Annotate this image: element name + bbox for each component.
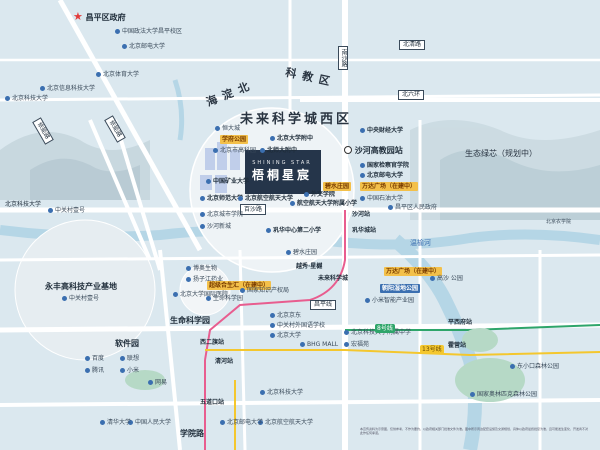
main-title: 未来科学城西区 [240, 112, 353, 127]
poi-zgc1: 中关村壹号 [48, 208, 85, 214]
poi-yuexiu: 越秀·星樾 [296, 263, 323, 270]
poi-future-sci: 未来科学城 [318, 275, 349, 282]
metro-line13: 13号线 [420, 345, 444, 354]
poi-pku-hospital: 北京大学国际医院 [173, 292, 228, 298]
poi-netease: 网易 [148, 380, 167, 386]
station-pingxifu: 平西府站 [448, 319, 473, 326]
ink-mountains [0, 120, 600, 220]
poi-cufe: 中央财经大学 [360, 128, 403, 134]
star-icon: ★ [73, 10, 83, 23]
poi-bupt-south: 北京邮电大学 [220, 420, 263, 426]
poi-xiaomi: 小米智能产业园 [365, 298, 414, 304]
station-xierqi: 西二旗站 [200, 339, 225, 346]
poi-hengda: 恒大城 [215, 126, 240, 132]
parks [125, 328, 525, 402]
poi-bhg: BHG MALL [300, 342, 338, 348]
mall-circle [179, 264, 231, 316]
poi-zgc-foreign: 中关村外国语学校 [270, 323, 325, 329]
poi-dongxiaokou: 东小口森林公园 [510, 364, 559, 370]
poi-jd: 北京京东 [270, 313, 301, 319]
poi-gonghua-primary: 巩华中心第二小学 [266, 228, 321, 234]
station-qinghe: 清河站 [215, 358, 234, 365]
station-huoying: 霍营站 [448, 342, 467, 349]
poi-zhengfa: 中国政法大学昌平校区 [115, 29, 182, 35]
poi-yangzijiang: 扬子江药业 [186, 277, 223, 283]
disclaimer: 本宣传资料为示意图，仅供参考，不作为要约，以政府相关部门批准文件为准。图中所示周… [360, 427, 589, 435]
poi-buaa-south: 北京航空航天大学 [258, 420, 313, 426]
poi-xiaomi-left: 小米 [120, 368, 139, 374]
poi-waijiao: 外交学院 [304, 192, 335, 198]
poi-bsfz: 北师大附中 [260, 148, 297, 154]
poi-bdfz-left: 北京市高科园 [213, 148, 256, 154]
poi-zgc-yihao: 中关村壹号 [62, 296, 99, 302]
poi-info: 北京信息科技大学 [40, 86, 95, 92]
poi-tsinghua: 清华大学 [100, 420, 131, 426]
poi-cup: 中国石油大学 [360, 196, 403, 202]
district-life: 生命科学园 [170, 316, 210, 325]
station-shahe-gaojiao: 沙河高教园站 [344, 146, 403, 155]
poi-ustb-south: 北京科技大学 [260, 390, 303, 396]
poi-wetland: 朝阳湿地公园 [380, 284, 421, 293]
river-wenyu: 温榆河 [410, 239, 431, 247]
station-wudaokou: 五道口站 [200, 399, 225, 406]
road-bei6huan: 北六环 [398, 90, 425, 100]
poi-bnu: 北京师范大学 [200, 196, 243, 202]
station-gonghua: 巩华城站 [352, 227, 377, 234]
district-software: 软件园 [115, 339, 139, 348]
poi-ip-office: 国家知识产权局 [240, 288, 289, 294]
poi-wanda: 万达广场（在建中） [384, 267, 443, 276]
poi-hongfu: 宏福苑 [344, 342, 369, 348]
road-baisha: 百沙路 [240, 204, 267, 215]
poi-ustb-left: 北京科技大学 [5, 96, 48, 102]
logo-cn: 梧桐星宸 [251, 168, 312, 182]
metro-station-icon [344, 146, 352, 154]
poi-hopson: 超级合生汇（在建中） [207, 281, 272, 290]
poi-tencent: 腾讯 [85, 368, 104, 374]
logo-en: SHINING STAR [252, 160, 312, 166]
metro-line8: 8号线 [375, 324, 395, 333]
poi-longhu: 碧水庄园 [323, 182, 352, 191]
poi-boao: 博奥生物 [186, 266, 217, 272]
district-yongfeng: 永丰高科技产业基地 [45, 282, 117, 291]
poi-procurator: 国家检察官学院 [360, 163, 409, 169]
poi-bishui: 碧水庄园 [286, 250, 317, 256]
poi-changping-gov: 昌平区人民政府 [388, 205, 437, 211]
poi-life-sci: 生命科学园 [206, 296, 243, 302]
gov-label: ★ 昌平区政府 [73, 10, 126, 23]
poi-xuefu-park: 学府公园 [220, 135, 249, 144]
poi-pku-center: 北京大学 [270, 333, 301, 339]
poi-gaosha: 高沙 公园 [430, 276, 463, 282]
poi-sport: 北京体育大学 [96, 72, 139, 78]
poi-baidu: 百度 [85, 356, 104, 362]
poi-bupt-right: 北京邮电大学 [360, 173, 403, 179]
district-ecology: 生态绿芯（规划中） [465, 149, 537, 158]
poi-bupt-left: 北京邮电大学 [122, 44, 165, 50]
poi-nongxue: 北京农学院 [546, 219, 572, 225]
poi-buaa: 北京航空航天大学 [238, 196, 293, 202]
poi-mall-right: 万达广场（在建中） [360, 182, 419, 191]
poi-bdfz: 北京大学附中 [270, 136, 313, 142]
poi-city-uni: 北京城市学院 [200, 212, 243, 218]
road-beiqing-top: 北清路 [399, 40, 426, 50]
station-shahe: 沙河站 [352, 211, 371, 218]
poi-ustb-left2: 北京科技大学 [5, 201, 42, 208]
poi-shahe-new: 沙河新城 [200, 224, 231, 230]
poi-ruc: 中国人民大学 [128, 420, 171, 426]
road-xueyuan: 学院路 [180, 429, 204, 438]
poi-buaa-primary: 航空航天大学附属小学 [290, 201, 357, 207]
poi-cumt: 中国矿业大学 [206, 179, 249, 185]
poi-lenovo: 联想 [120, 356, 139, 362]
metro-changping-line: 昌平线 [310, 300, 337, 310]
project-banner [245, 150, 321, 194]
road-nansha: 南沙路 [338, 46, 348, 70]
project-logo: SHINING STAR 梧桐星宸 [248, 160, 316, 182]
poi-olympic: 国家奥林匹克森林公园 [470, 392, 537, 398]
